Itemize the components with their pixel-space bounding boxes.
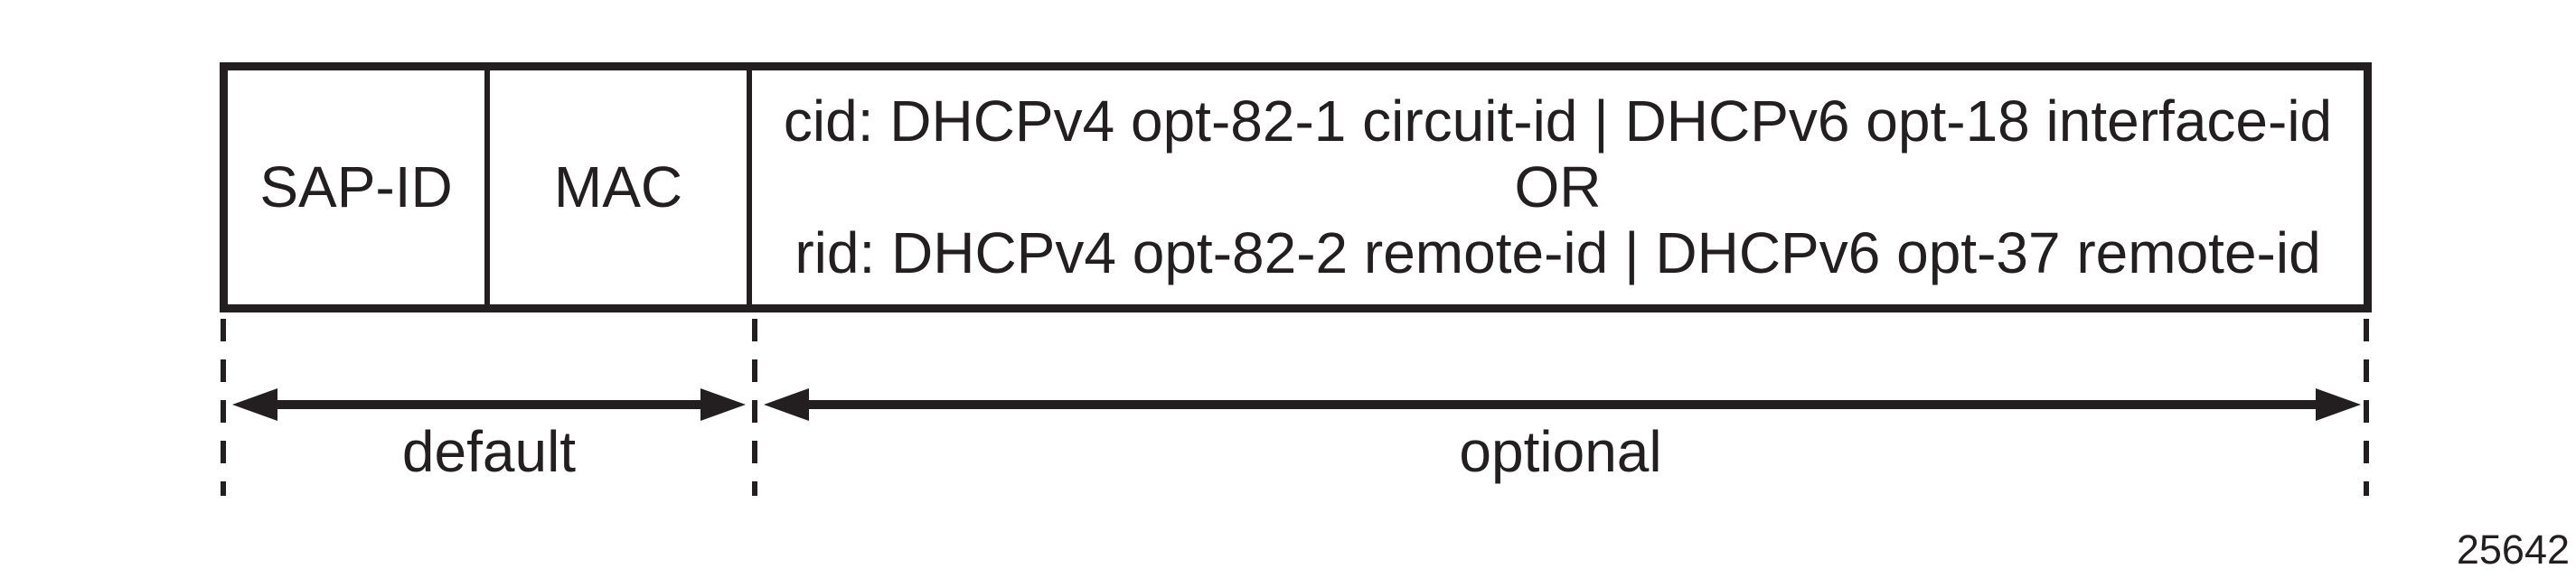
cid-rid-field: cid: DHCPv4 opt-82-1 circuit-id | DHCPv6… xyxy=(752,70,2364,304)
arrowhead-right-icon xyxy=(700,388,746,421)
default-span-arrow xyxy=(232,388,746,421)
sap-id-field: SAP-ID xyxy=(228,70,490,304)
mac-field: MAC xyxy=(490,70,752,304)
rid-line: rid: DHCPv4 opt-82-2 remote-id | DHCPv6 … xyxy=(794,220,2321,285)
arrowhead-left-icon xyxy=(232,388,277,421)
arrowhead-right-icon xyxy=(2316,388,2361,421)
record-format-box: SAP-ID MAC cid: DHCPv4 opt-82-1 circuit-… xyxy=(220,62,2372,312)
default-span-label: default xyxy=(401,419,577,484)
dashed-guide-right xyxy=(2364,319,2369,496)
figure-number: 25642 xyxy=(2456,527,2570,573)
cid-line: cid: DHCPv4 opt-82-1 circuit-id | DHCPv6… xyxy=(783,89,2333,154)
arrow-shaft xyxy=(277,400,700,409)
or-line: OR xyxy=(1514,154,1602,219)
optional-span-label: optional xyxy=(1459,419,1662,484)
optional-span-arrow xyxy=(764,388,2361,421)
arrowhead-left-icon xyxy=(764,388,809,421)
arrow-shaft xyxy=(809,400,2316,409)
dashed-guide-left xyxy=(221,319,226,496)
dashed-guide-middle xyxy=(752,319,757,496)
